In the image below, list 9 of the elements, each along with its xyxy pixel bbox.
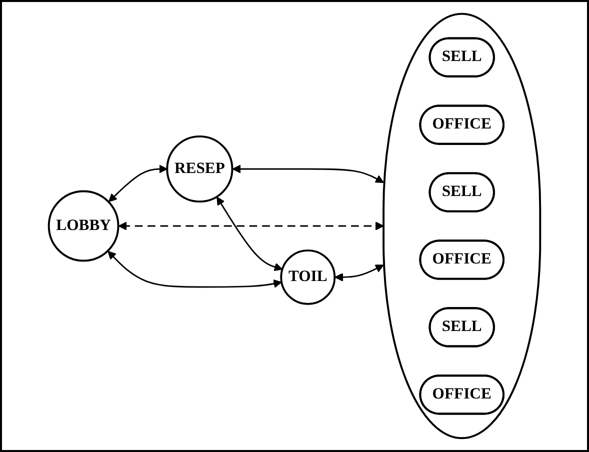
arrow bbox=[232, 164, 384, 183]
arrow bbox=[118, 222, 384, 230]
node-circle: LOBBY bbox=[48, 190, 120, 262]
node-circle: RESEP bbox=[166, 135, 234, 203]
arrow bbox=[108, 250, 282, 288]
node-circle: TOIL bbox=[280, 249, 336, 305]
arrow bbox=[334, 264, 384, 282]
arrow bbox=[216, 196, 283, 272]
arrow bbox=[108, 164, 168, 202]
